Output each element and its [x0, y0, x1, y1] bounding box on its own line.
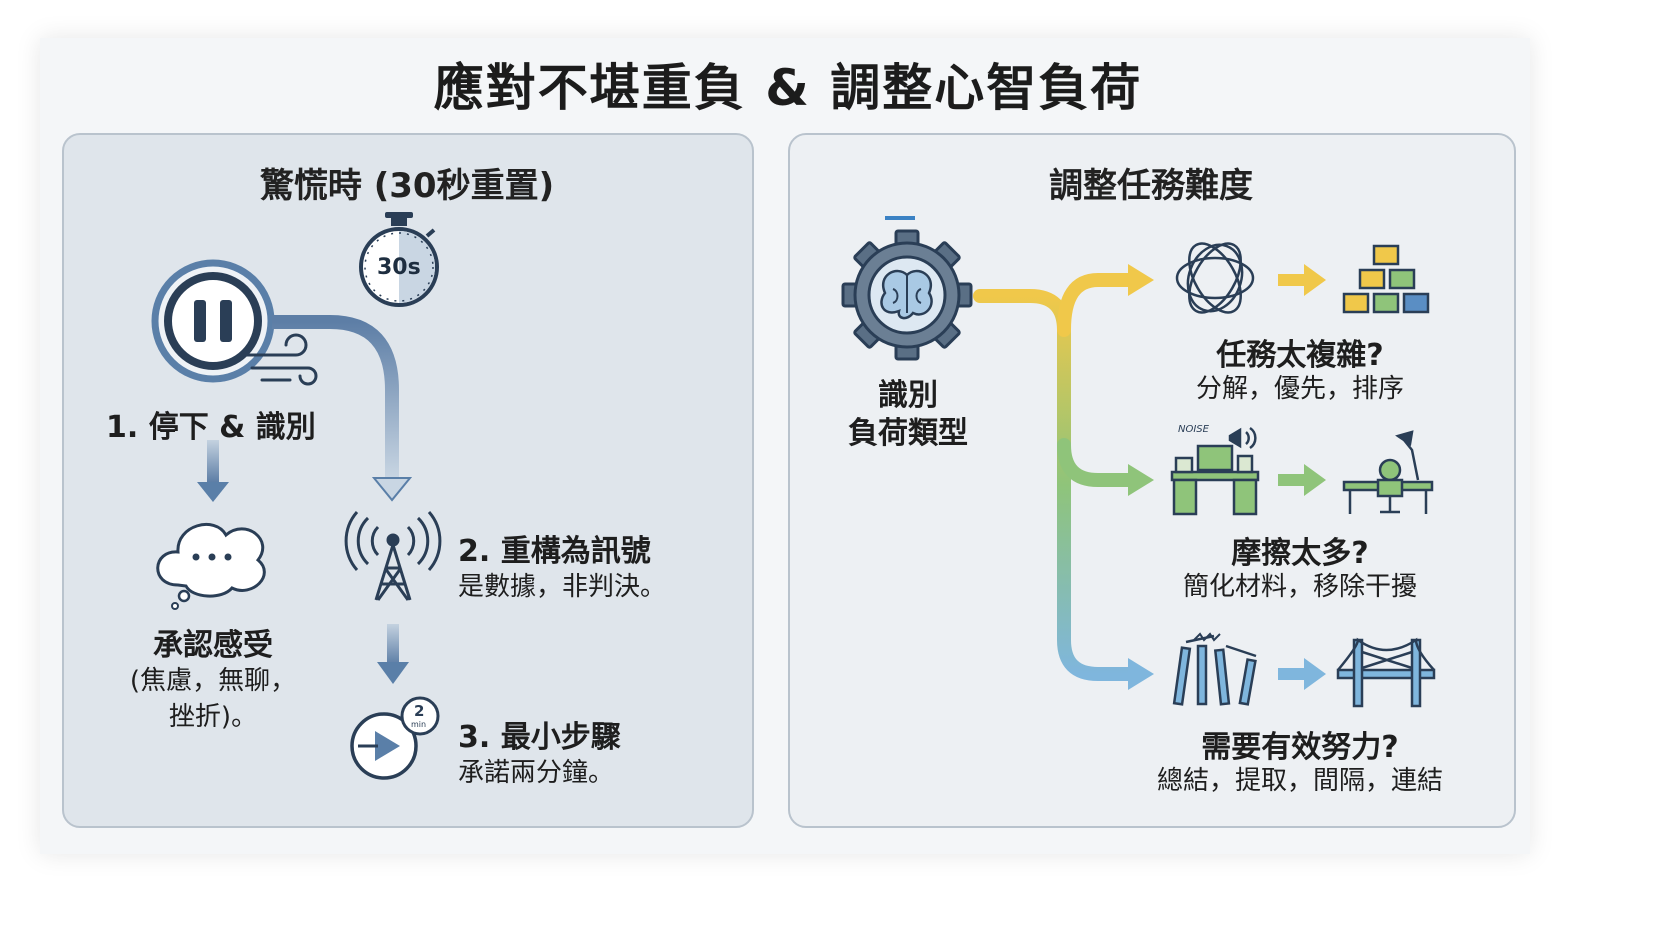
signal-tower-icon [344, 511, 442, 601]
timer-label: 30s [377, 255, 421, 280]
acknowledge-title: 承認感受 [153, 628, 273, 663]
page-title: 應對不堪重負 & 調整心智負荷 [433, 59, 1143, 117]
down-arrow-2 [377, 624, 409, 684]
thought-bubble-icon [156, 523, 266, 610]
tangled-yarn-icon [1175, 242, 1255, 314]
acknowledge-line1: (焦慮，無聊， [129, 666, 297, 696]
down-arrow-1 [197, 440, 229, 502]
step2-title: 2. 重構為訊號 [458, 534, 651, 569]
acknowledge-line2: 挫折)。 [168, 702, 258, 732]
stacked-blocks-icon [1342, 244, 1430, 314]
play-icon [350, 696, 440, 780]
panic-panel-title: 驚慌時 (30秒重置) [259, 166, 555, 206]
timer-badge-number: 2 [414, 702, 425, 720]
clean-desk-icon [1342, 430, 1434, 514]
source-line2: 負荷類型 [848, 416, 968, 451]
step1-label: 1. 停下 & 識別 [106, 410, 316, 445]
branch2-title: 摩擦太多? [1231, 536, 1369, 571]
curved-arrow [272, 315, 413, 502]
branch2-desc: 簡化材料，移除干擾 [1182, 572, 1417, 602]
stopwatch-icon [359, 212, 439, 307]
noise-label: NOISE [1178, 424, 1209, 435]
timer-badge-unit: min [411, 720, 427, 729]
source-line1: 識別 [878, 378, 938, 413]
pause-icon [151, 259, 275, 383]
branch3-desc: 總結，提取，間隔，連結 [1156, 766, 1443, 796]
broken-bridge-icon [1172, 632, 1257, 706]
step3-title: 3. 最小步驟 [458, 720, 621, 755]
step3-desc: 承諾兩分鐘。 [458, 758, 615, 788]
brain-gear-icon [841, 216, 973, 361]
branch1-desc: 分解，優先，排序 [1195, 374, 1404, 404]
step2-desc: 是數據，非判決。 [458, 572, 667, 602]
branch1-title: 任務太複雜? [1216, 338, 1384, 373]
difficulty-panel-title: 調整任務難度 [1049, 166, 1253, 206]
cluttered-desk-icon [1170, 426, 1260, 516]
branch3-title: 需要有效努力? [1201, 730, 1399, 765]
wind-icon [242, 333, 318, 386]
branch-connector [973, 273, 1137, 681]
bridge-icon [1336, 637, 1436, 708]
